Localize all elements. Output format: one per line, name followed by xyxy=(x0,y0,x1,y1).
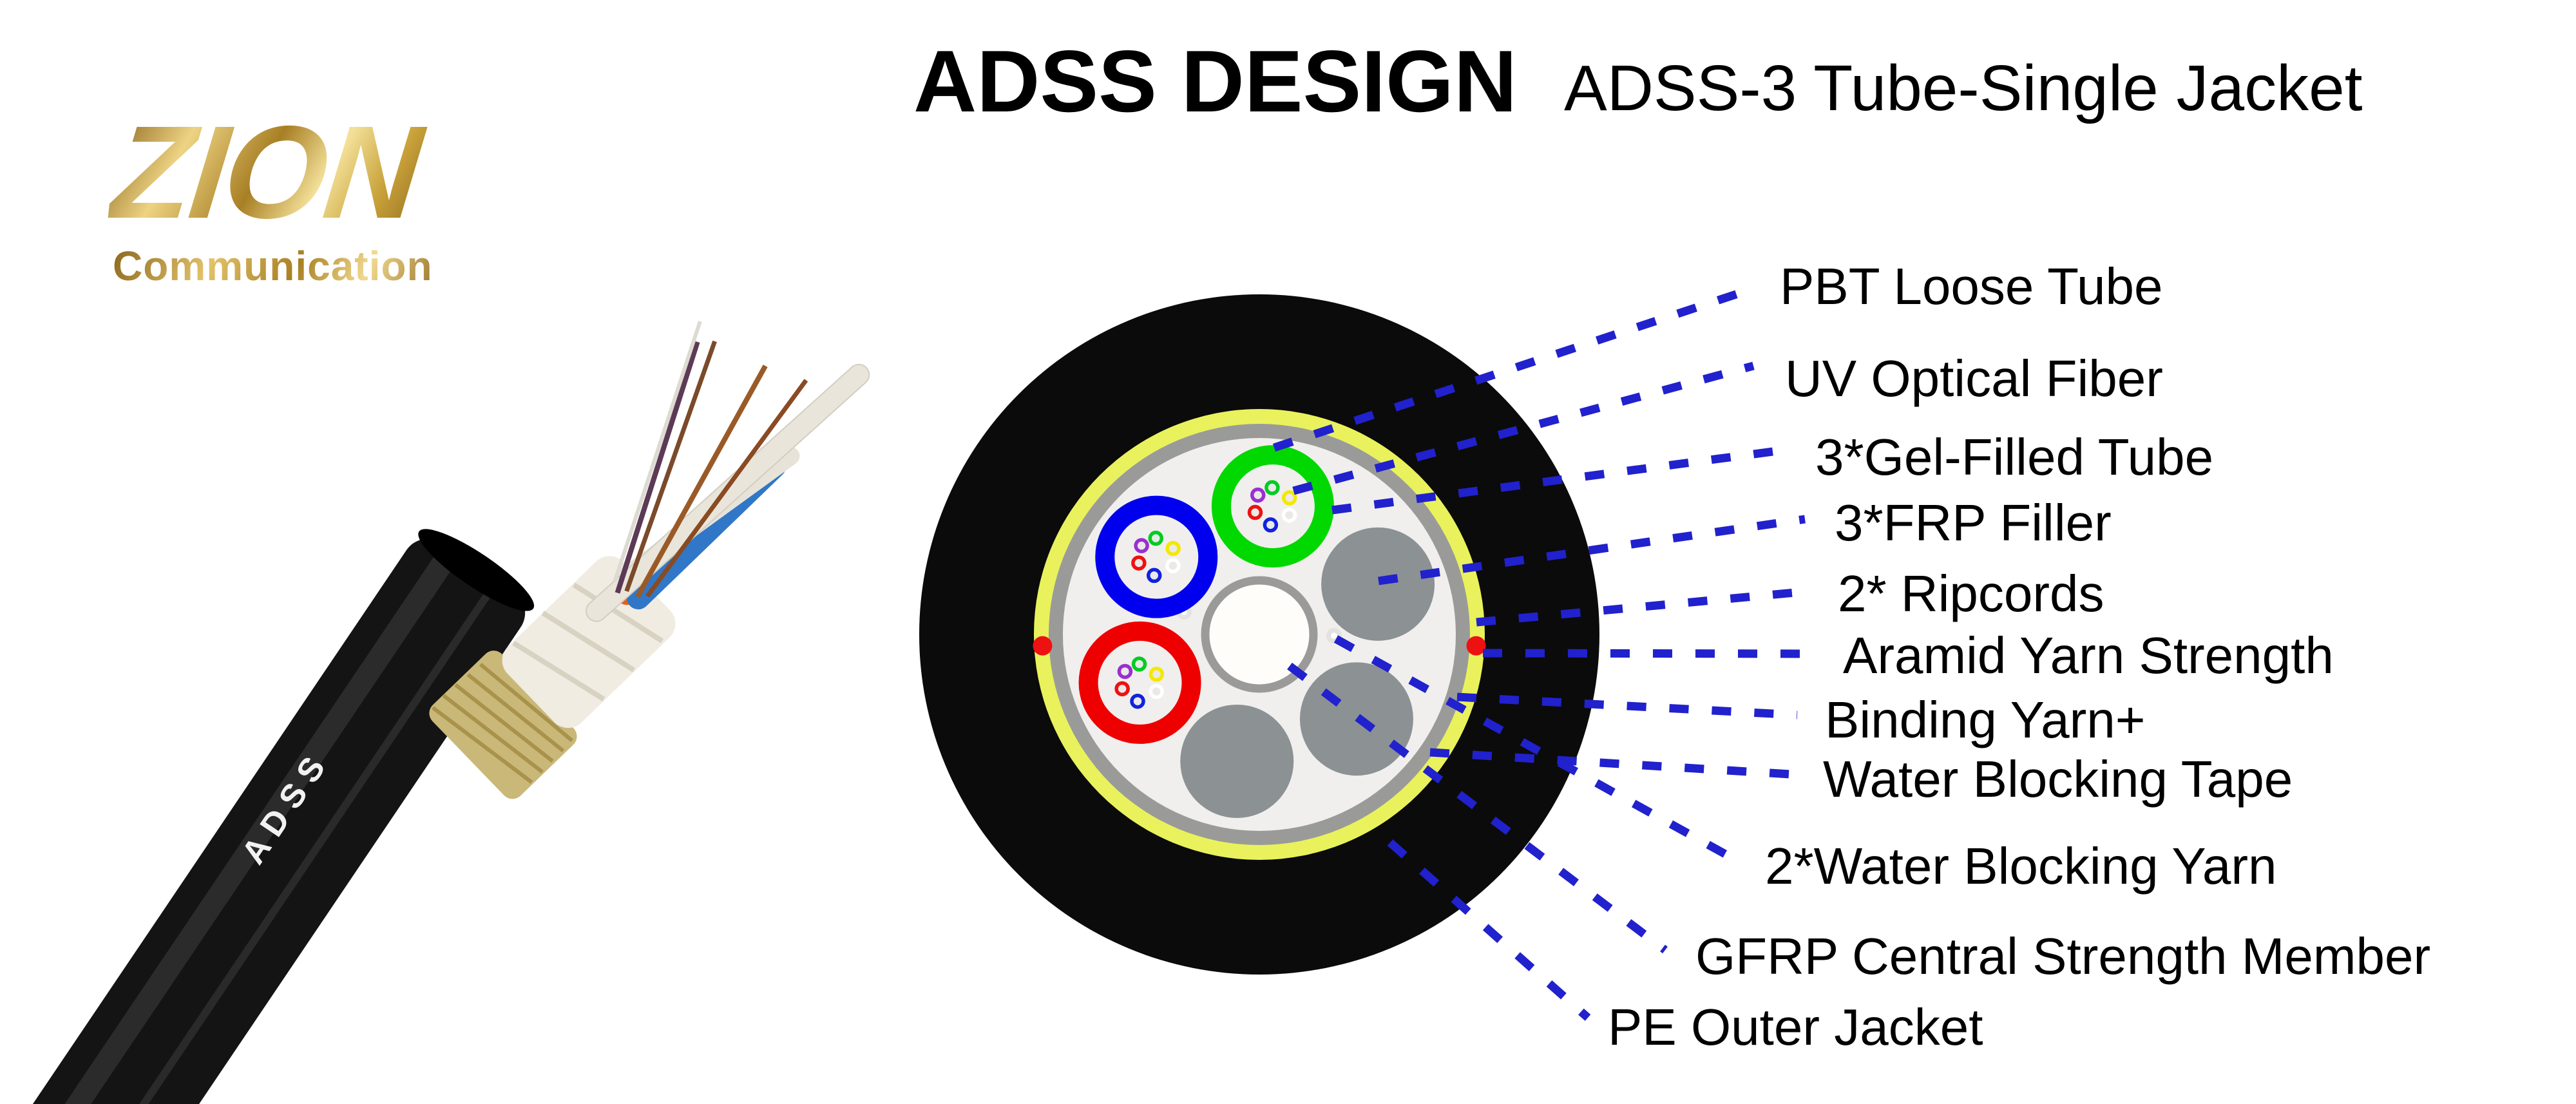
cable-jacket-end xyxy=(418,529,535,611)
leader-line-6 xyxy=(1482,649,1816,658)
xs-optical-fiber xyxy=(1131,555,1147,571)
xs-optical-fiber xyxy=(1250,487,1266,503)
leader-line-7 xyxy=(1456,692,1798,719)
xs-blue-tube xyxy=(1095,495,1218,618)
xs-optical-fiber xyxy=(1281,507,1297,523)
xs-frp-filler-3 xyxy=(1180,704,1294,818)
page-title: ADSS DESIGN xyxy=(913,32,1518,130)
photo-aramid-strands xyxy=(432,662,573,784)
xs-optical-fiber xyxy=(1165,540,1181,557)
leader-line-11 xyxy=(1387,839,1591,1021)
xs-ripcord-1 xyxy=(1033,636,1053,656)
xs-gfrp-central-member xyxy=(1201,576,1318,693)
xs-optical-fiber xyxy=(1131,656,1147,672)
page-subtitle: ADSS-3 Tube-Single Jacket xyxy=(1564,52,2363,124)
xs-red-tube xyxy=(1078,621,1201,744)
xs-optical-fiber xyxy=(1117,663,1133,680)
xs-optical-fiber xyxy=(1263,517,1279,533)
xs-optical-fiber xyxy=(1130,693,1145,709)
cable-jacket-glint xyxy=(0,582,497,1104)
diagram-label: 2*Water Blocking Yarn xyxy=(1765,837,2277,895)
diagram-label: PE Outer Jacket xyxy=(1608,998,1983,1056)
cable-jacket-highlight xyxy=(0,550,455,1104)
xs-optical-fiber xyxy=(1114,681,1130,697)
photo-tape-wraps xyxy=(512,582,664,701)
leader-line-4 xyxy=(1378,515,1806,585)
xs-optical-fiber xyxy=(1165,558,1181,574)
leader-line-3 xyxy=(1331,445,1788,515)
cable-photo: ADSS xyxy=(0,321,870,1104)
diagram-label: Aramid Yarn Strength xyxy=(1843,627,2334,684)
xs-optical-fiber xyxy=(1134,538,1149,553)
photo-fiber-copper-1 xyxy=(635,365,768,598)
xs-optical-fiber xyxy=(1149,683,1164,700)
leader-line-9 xyxy=(1333,635,1742,866)
diagram-label: Binding Yarn+ xyxy=(1825,691,2146,748)
xs-frp-filler-1 xyxy=(1321,527,1435,641)
leader-line-2 xyxy=(1292,361,1755,495)
photo-fiber-white xyxy=(613,321,702,582)
xs-optical-fiber xyxy=(1148,530,1164,546)
leader-line-5 xyxy=(1476,587,1809,627)
photo-aramid-yarn xyxy=(429,651,577,799)
xs-green-tube xyxy=(1211,445,1334,568)
xs-optical-fiber xyxy=(1149,667,1165,682)
xs-optical-fiber xyxy=(1264,480,1280,495)
xs-ripcord-2 xyxy=(1466,636,1486,656)
brand-logo: ZION Communication xyxy=(105,99,448,290)
diagram-label: UV Optical Fiber xyxy=(1785,350,2163,407)
diagram-label: PBT Loose Tube xyxy=(1780,258,2163,315)
xs-optical-fiber xyxy=(1247,504,1263,520)
diagram-label: 3*FRP Filler xyxy=(1835,494,2112,551)
photo-fiber-dark-2 xyxy=(624,340,717,593)
leader-line-8 xyxy=(1429,748,1802,779)
brand-logo-subtitle: Communication xyxy=(113,242,448,290)
xs-optical-fiber xyxy=(1146,567,1162,584)
diagram-label: 2* Ripcords xyxy=(1838,565,2104,622)
xs-water-blocking-yarn-core-2 xyxy=(1331,633,1337,639)
diagram-label: GFRP Central Strength Member xyxy=(1695,928,2431,985)
cable-jacket xyxy=(0,538,526,1104)
photo-fiber-dark-1 xyxy=(615,341,700,594)
photo-fiber-copper-2 xyxy=(645,379,808,598)
diagram-label: 3*Gel-Filled Tube xyxy=(1815,428,2214,486)
diagram-label: Water Blocking Tape xyxy=(1823,750,2293,808)
leader-line-10 xyxy=(1287,662,1668,954)
xs-optical-fiber xyxy=(1281,490,1297,506)
